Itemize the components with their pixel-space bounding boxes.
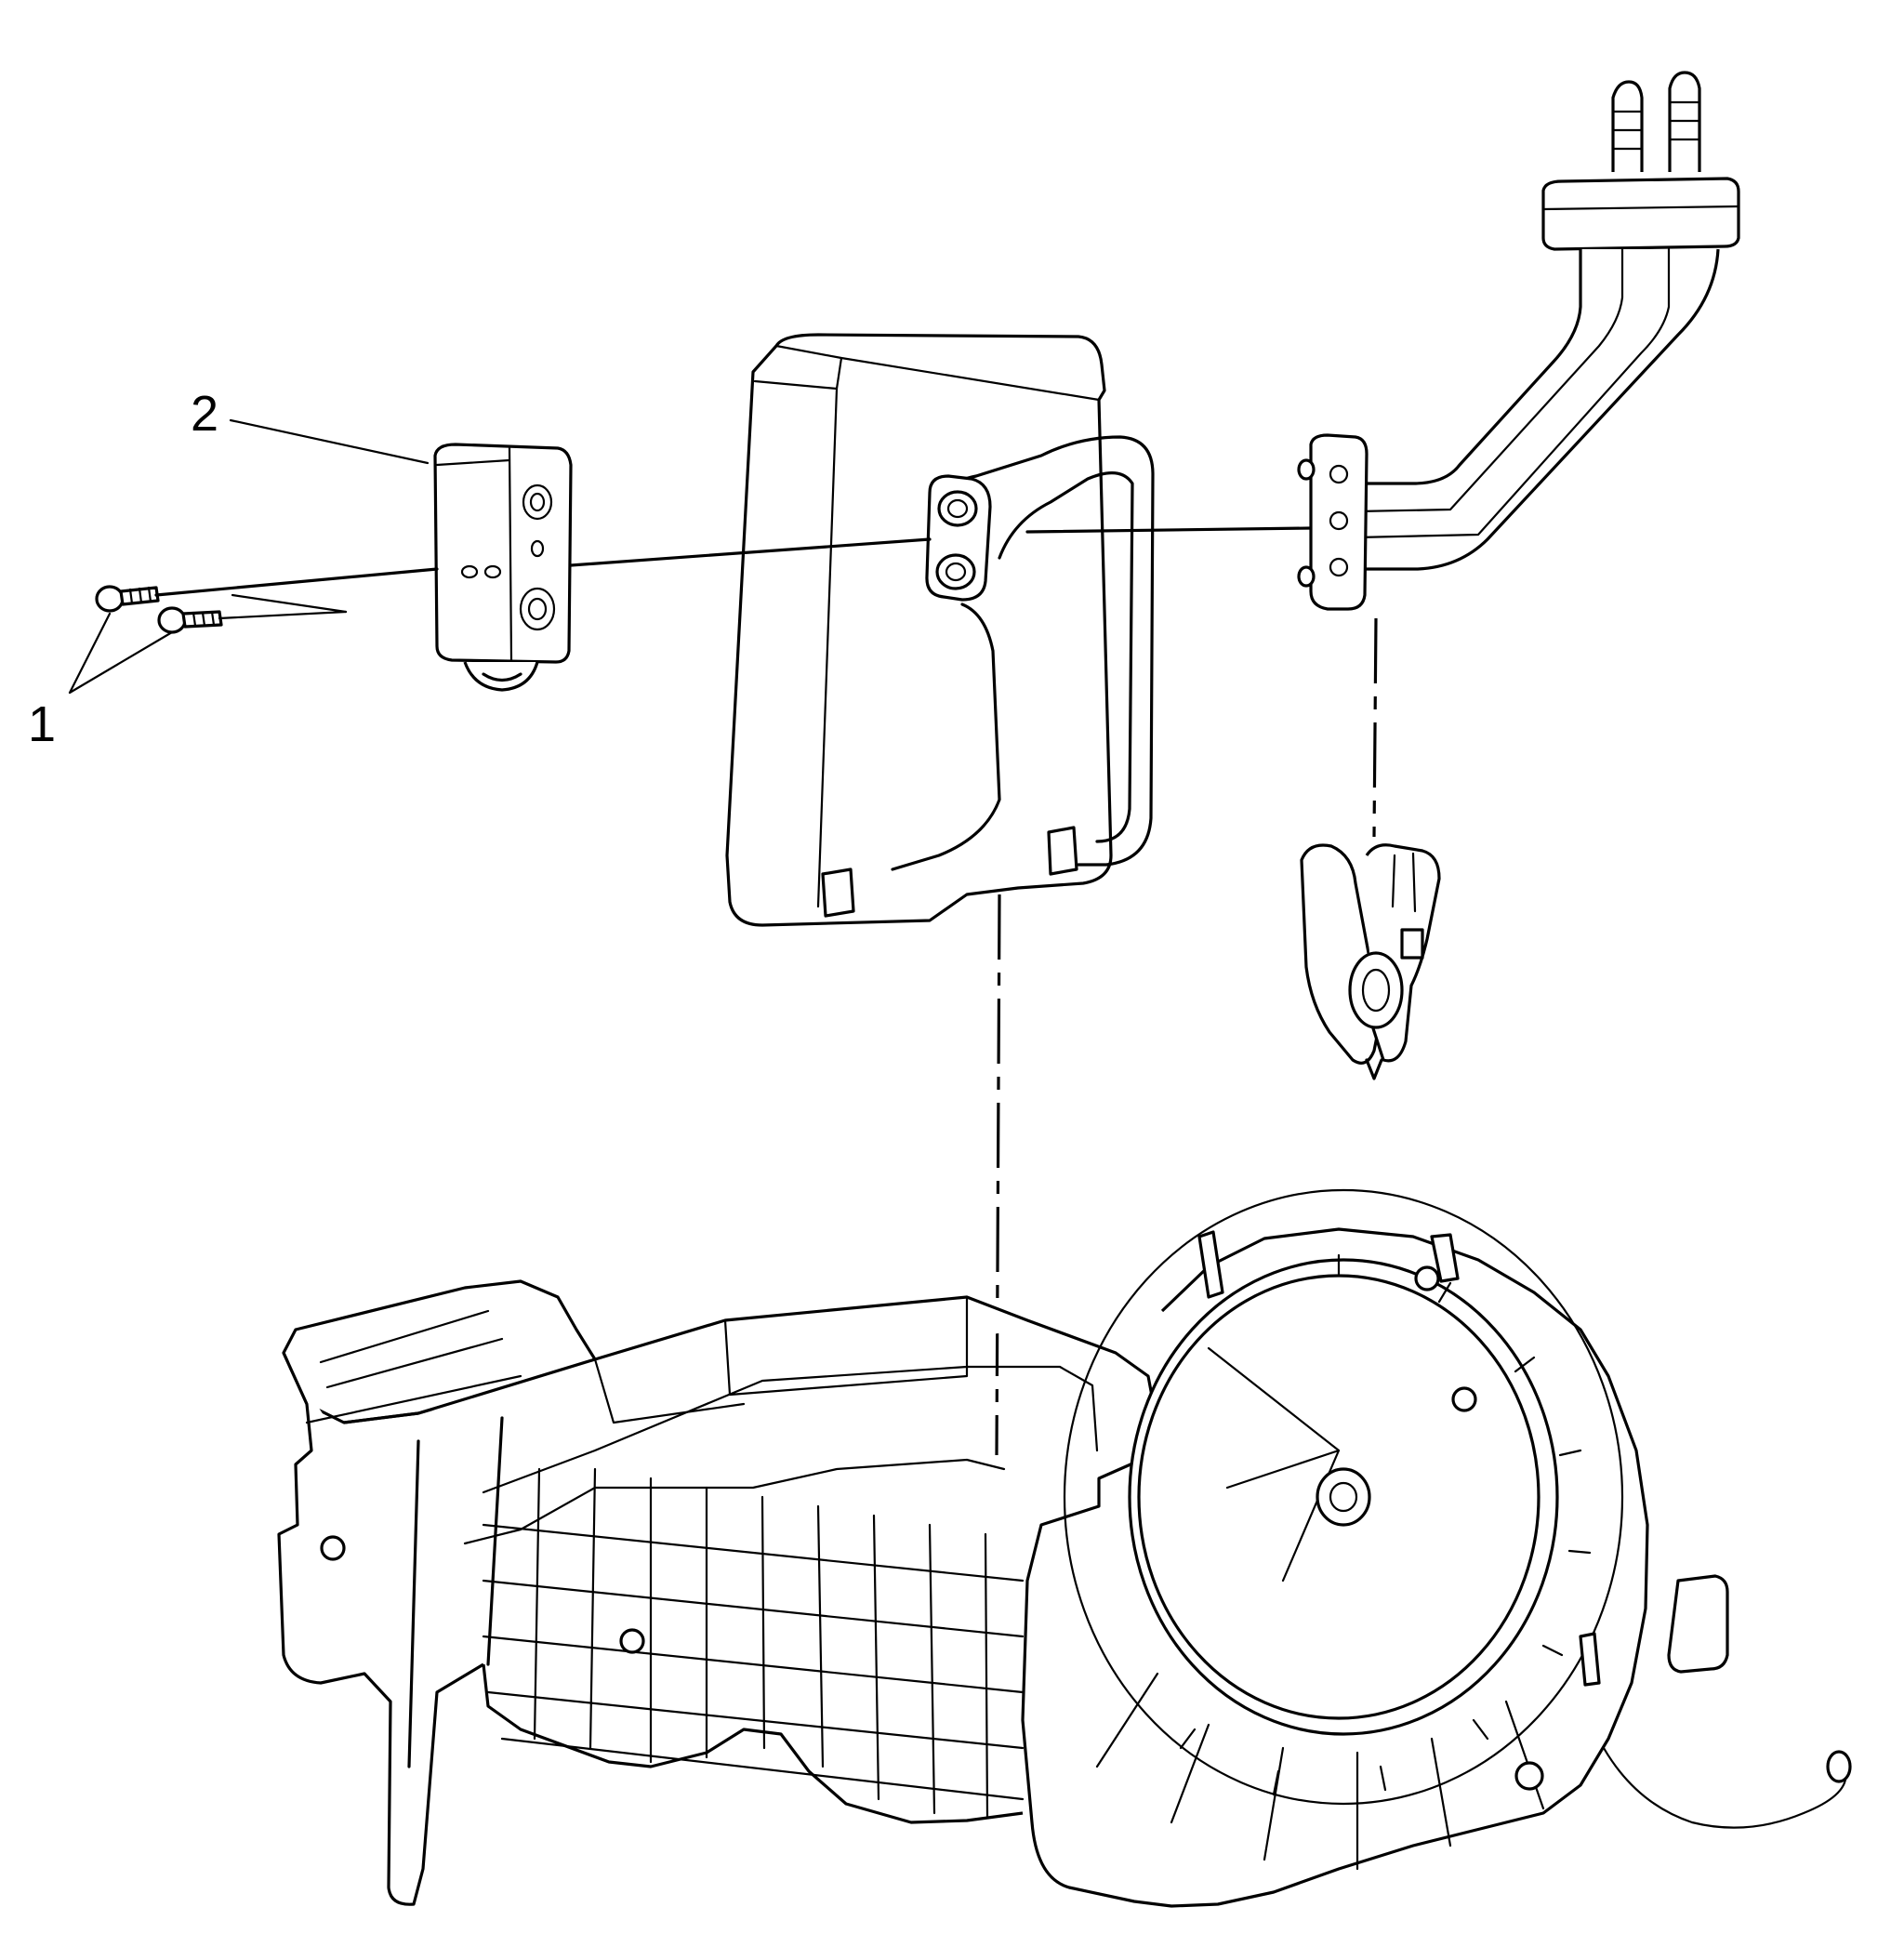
fastener-callout: 1 [28,696,57,752]
bolt-leader-lines [68,612,174,695]
core-to-case-line [995,894,1001,1456]
refrigerant-pipe-assembly [1297,71,1740,611]
expansion-valve [433,443,573,692]
pipe-to-clip-line [1372,617,1378,838]
valve-leader-line [229,418,430,465]
valve-bolts [95,585,348,634]
valve-alignment-line [569,537,932,567]
expansion-valve-callout: 2 [191,386,219,442]
hvac-module-case [277,1188,1852,1908]
bolt-alignment-line [154,567,439,597]
evaporator-core [725,333,1155,927]
pipe-clip [1300,843,1441,1080]
pipe-alignment-line [1025,526,1313,534]
